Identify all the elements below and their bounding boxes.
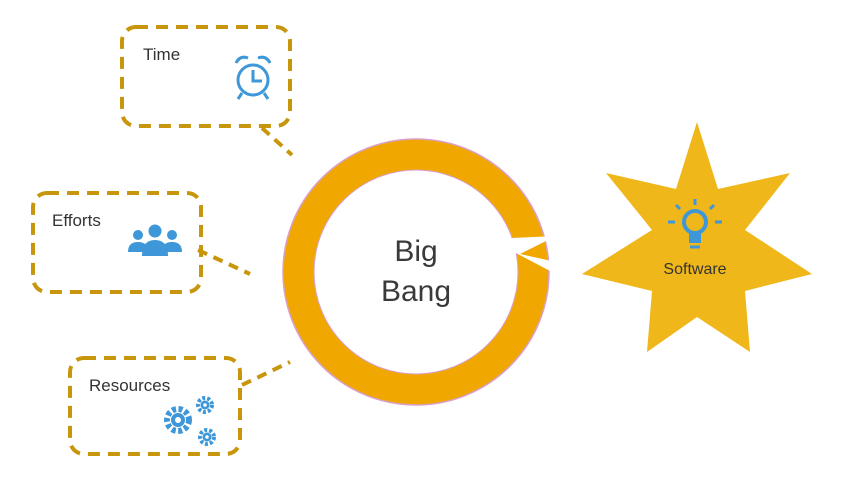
people-group-icon (128, 224, 182, 256)
efforts-callout-box (31, 191, 203, 294)
software-star (582, 122, 812, 352)
resources-callout-tail (241, 360, 291, 387)
resources-label: Resources (89, 376, 171, 395)
time-callout-box (120, 25, 292, 128)
center-title-line1: Big (394, 235, 438, 268)
efforts-callout (31, 191, 251, 294)
time-label: Time (143, 45, 181, 64)
time-callout (120, 25, 294, 157)
lightbulb-icon (668, 199, 722, 249)
center-title: Big Bang (316, 232, 516, 312)
efforts-callout-tail (197, 248, 251, 276)
alarm-clock-icon (234, 55, 272, 100)
resources-callout-box (68, 356, 242, 456)
big-bang-ring (282, 138, 556, 406)
ring-crack (512, 236, 556, 272)
center-title-line2: Bang (380, 275, 452, 308)
gears-icon (164, 396, 216, 446)
resources-callout (68, 356, 291, 456)
time-callout-tail (260, 126, 294, 157)
efforts-label: Efforts (52, 211, 101, 230)
software-label: Software (663, 261, 727, 278)
